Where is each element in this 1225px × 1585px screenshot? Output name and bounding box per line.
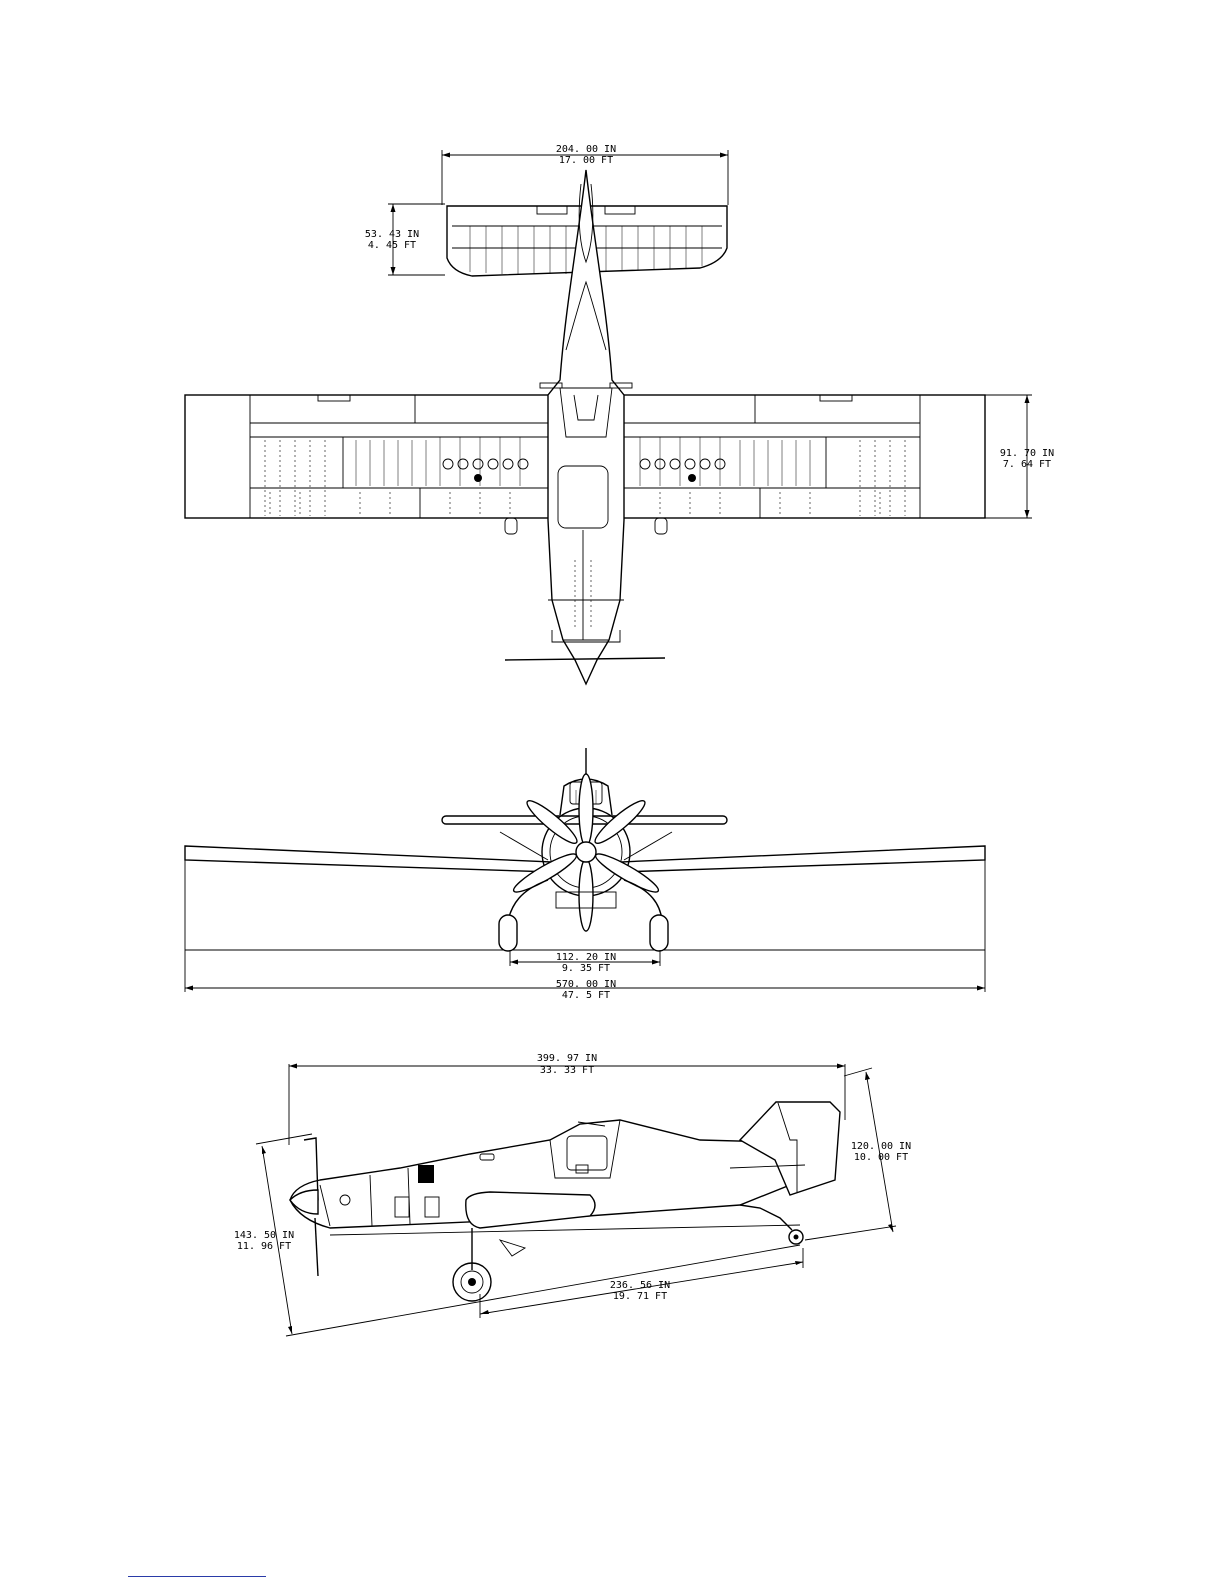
tail-span-inches: 204. 00 IN (556, 144, 616, 155)
gear-track-inches: 112. 20 IN (556, 952, 616, 963)
wing-chord-feet: 7. 64 FT (1003, 459, 1051, 470)
fuselage-top (505, 170, 667, 684)
side-view: 399. 97 IN 33. 33 FT (234, 1053, 911, 1336)
prop-height-inches: 143. 50 IN (234, 1230, 294, 1241)
tail-height-feet: 10. 00 FT (854, 1152, 908, 1163)
main-gear-side (453, 1228, 491, 1301)
overall-length-feet: 33. 33 FT (540, 1065, 594, 1076)
wing-side (466, 1192, 595, 1228)
prop-height-feet: 11. 96 FT (237, 1241, 291, 1252)
wing-span-feet: 47. 5 FT (562, 990, 610, 1001)
tail-span-feet: 17. 00 FT (559, 155, 613, 166)
footer-link-underline (128, 1576, 266, 1577)
wing-chord-inches: 91. 70 IN (1000, 448, 1054, 459)
front-view: 112. 20 IN 9. 35 FT 570. 00 IN 47. 5 FT (185, 748, 985, 1001)
tail-wheel-side (740, 1205, 803, 1244)
tail-height-inches: 120. 00 IN (851, 1141, 911, 1152)
top-view: 204. 00 IN 17. 00 FT 53. 43 IN 4. 45 FT (185, 144, 1054, 684)
right-main-wheel (650, 915, 668, 951)
wheelbase-inches: 236. 56 IN (610, 1280, 670, 1291)
tail-chord-inches: 53. 43 IN (365, 229, 419, 240)
wheelbase-feet: 19. 71 FT (613, 1291, 667, 1302)
tail-chord-feet: 4. 45 FT (368, 240, 416, 251)
front-propeller (510, 774, 661, 931)
overall-length-inches: 399. 97 IN (537, 1053, 597, 1064)
left-main-wheel (499, 915, 517, 951)
gear-track-feet: 9. 35 FT (562, 963, 610, 974)
wing-span-inches: 570. 00 IN (556, 979, 616, 990)
